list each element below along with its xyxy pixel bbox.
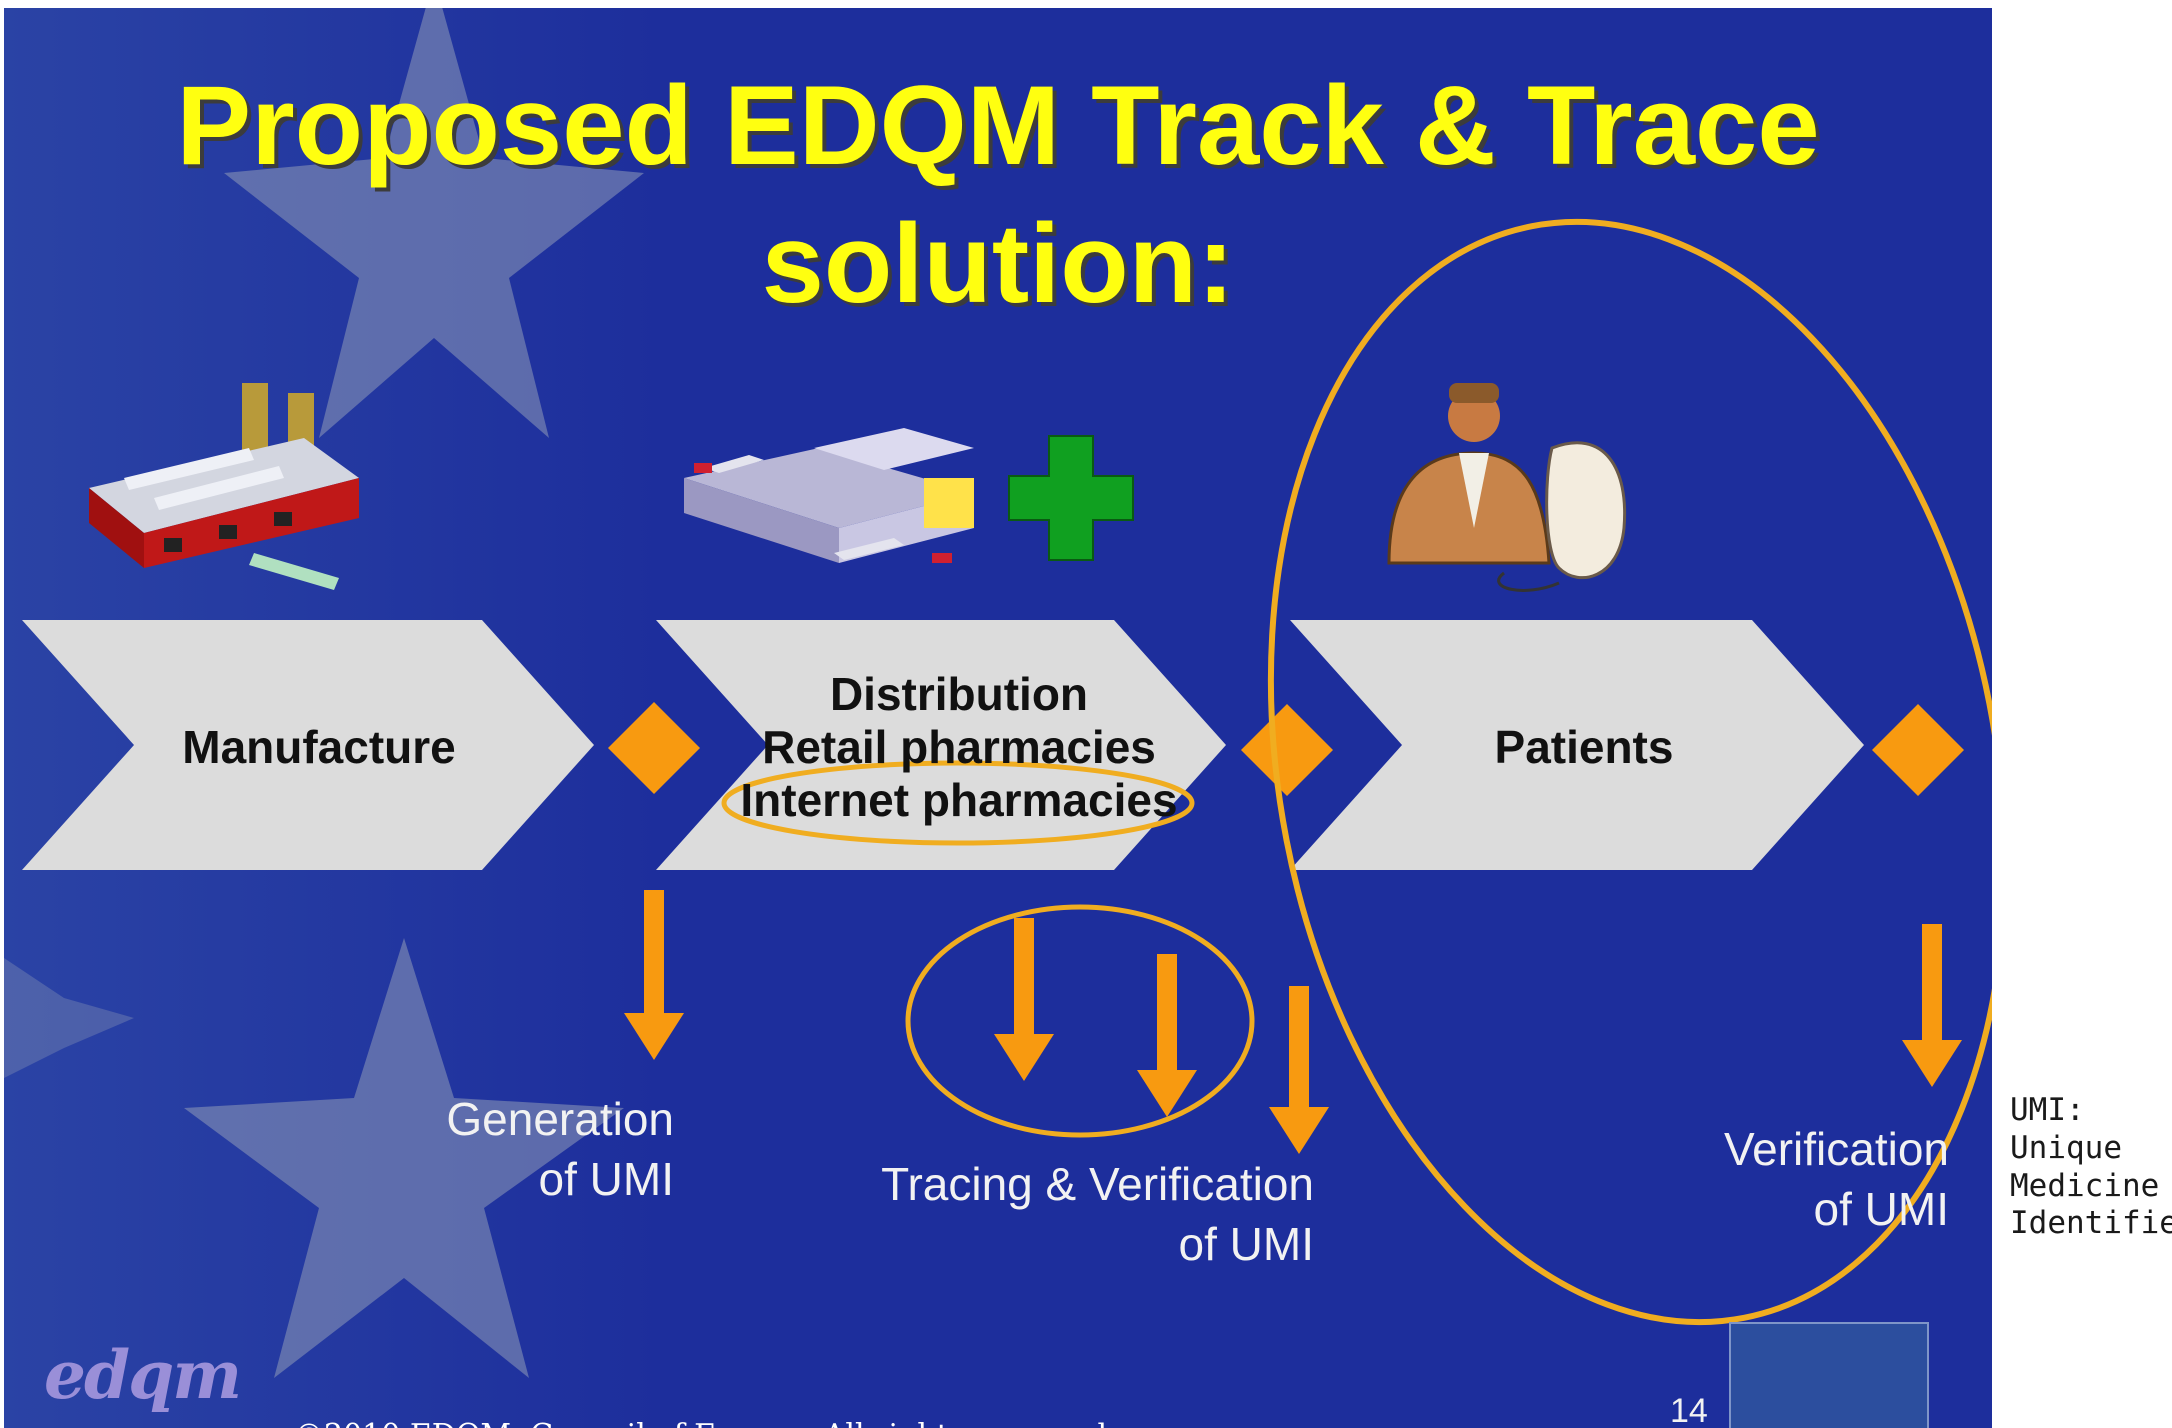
background-star-icon bbox=[184, 938, 624, 1378]
background-star-icon bbox=[224, 8, 644, 438]
caption-line: of UMI bbox=[538, 1152, 674, 1205]
slide: Proposed EDQM Track & Trace solution: Ma… bbox=[4, 8, 1992, 1428]
caption-line: Verification bbox=[1723, 1123, 1949, 1175]
patients-chevron bbox=[1290, 620, 1864, 870]
note-line: Identifier bbox=[2010, 1205, 2172, 1242]
stage-label-manufacture: Manufacture bbox=[182, 721, 456, 773]
milestone-diamond bbox=[608, 702, 700, 794]
caption-line: of UMI bbox=[1813, 1182, 1949, 1235]
slide-title-continued: solution: bbox=[761, 201, 1235, 326]
tracing-arrows-highlight bbox=[905, 904, 1255, 1138]
note-line: Unique bbox=[2010, 1129, 2122, 1166]
background-star-icon bbox=[4, 958, 134, 1078]
stage-label-distribution: Distribution Retail pharmacies Internet … bbox=[704, 668, 1214, 827]
internet-pharmacies-highlight bbox=[721, 760, 1195, 846]
down-arrow-icon bbox=[994, 918, 1054, 1081]
milestone-diamond bbox=[1872, 704, 1964, 796]
distribution-chevron bbox=[656, 620, 1226, 870]
page-number: 14 bbox=[1670, 1392, 1708, 1428]
caption-line: Tracing & Verification bbox=[881, 1158, 1314, 1210]
note-line: Medicine bbox=[2010, 1167, 2160, 1204]
council-of-europe-logo bbox=[1729, 1322, 1929, 1428]
pharmacy-cross-icon bbox=[1008, 435, 1134, 561]
note-line: UMI: bbox=[2010, 1092, 2085, 1128]
slide-graphics bbox=[4, 8, 1992, 1428]
caption-line: of UMI bbox=[1178, 1217, 1314, 1270]
factory-icon bbox=[89, 383, 359, 590]
caption-tracing-verification-of-umi: Tracing & Verification of UMI bbox=[784, 1155, 1314, 1275]
stage-line-internet-pharmacies: Internet pharmacies bbox=[740, 773, 1178, 826]
umi-definition-note: UMI: Unique Medicine Identifier bbox=[2010, 1092, 2172, 1243]
down-arrow-icon bbox=[1269, 986, 1329, 1154]
caption-line: Generation bbox=[446, 1093, 674, 1145]
stage-label-patients: Patients bbox=[1494, 721, 1674, 773]
down-arrow-icon bbox=[1137, 954, 1197, 1117]
caption-generation-of-umi: Generation of UMI bbox=[344, 1090, 674, 1210]
down-arrow-icon bbox=[624, 890, 684, 1060]
manufacture-chevron bbox=[22, 620, 594, 870]
stage-line-distribution: Distribution bbox=[829, 668, 1089, 720]
down-arrow-icon bbox=[1902, 924, 1962, 1087]
slide-title: Proposed EDQM Track & Trace bbox=[176, 63, 1820, 188]
milestone-diamond bbox=[1241, 704, 1333, 796]
distribution-warehouse-icon bbox=[684, 428, 974, 563]
patients-highlight bbox=[1267, 218, 1992, 1326]
patient-with-computer-icon bbox=[1387, 383, 1627, 592]
copyright-notice: ©2010 EDQM, Council of Europe. All right… bbox=[294, 1418, 1117, 1428]
stage-line-retail-pharmacies: Retail pharmacies bbox=[762, 720, 1156, 773]
caption-verification-of-umi: Verification of UMI bbox=[1644, 1120, 1949, 1240]
edqm-logo: edqm bbox=[44, 1336, 242, 1414]
